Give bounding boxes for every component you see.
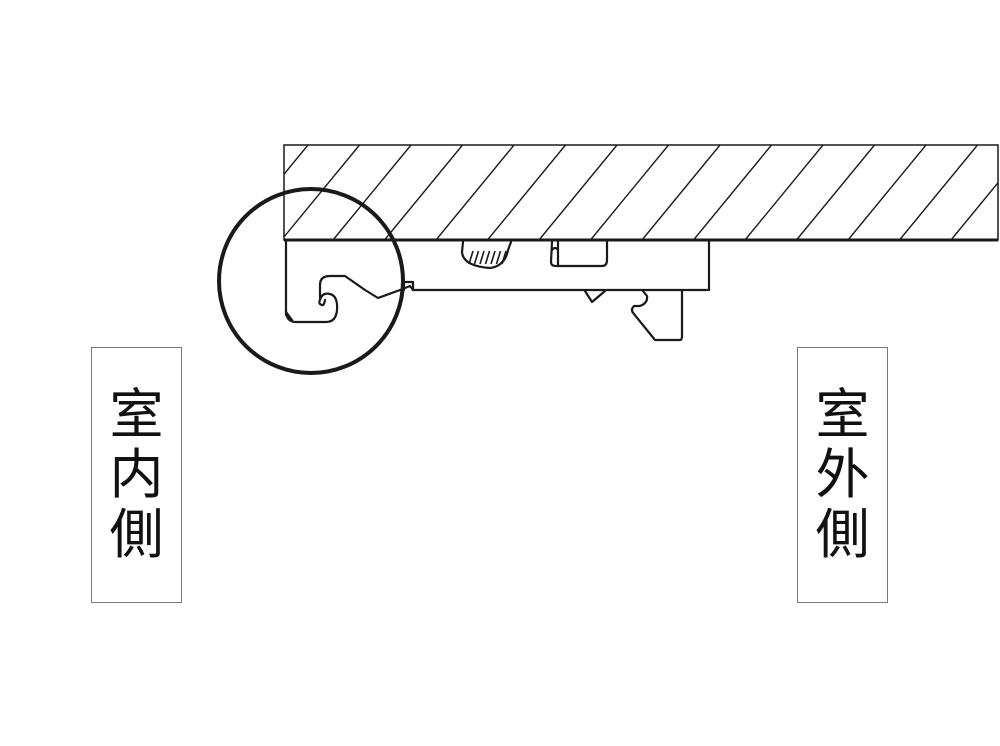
slot-clip bbox=[549, 240, 609, 268]
indoor-label-char-1: 室 bbox=[109, 383, 164, 446]
knurl-line bbox=[501, 250, 507, 265]
hatch-line bbox=[795, 145, 876, 240]
outdoor-label-char-1: 室 bbox=[815, 383, 870, 446]
knurl-line bbox=[468, 250, 474, 265]
ceiling-outline bbox=[283, 144, 999, 241]
hatch-line bbox=[950, 181, 998, 240]
hatch-line bbox=[847, 145, 927, 240]
hatch-line bbox=[383, 145, 464, 240]
indoor-side-label: 室 内 側 bbox=[91, 347, 182, 603]
knurl-line bbox=[473, 250, 480, 265]
hatch-line bbox=[898, 145, 979, 240]
rail-v-notch bbox=[583, 289, 607, 304]
hatch-line bbox=[641, 145, 721, 240]
hatch-line bbox=[538, 145, 618, 240]
detail-callout-circle bbox=[217, 187, 405, 375]
indoor-label-char-2: 内 bbox=[109, 443, 164, 506]
knurl-lines bbox=[468, 250, 507, 265]
hatch-line bbox=[332, 145, 412, 240]
rail-profile bbox=[284, 239, 711, 342]
hatch-line bbox=[744, 145, 824, 240]
outdoor-side-label: 室 外 側 bbox=[797, 347, 888, 603]
hatch-line bbox=[589, 145, 670, 240]
rail-body-outline bbox=[411, 239, 711, 292]
ceiling-section bbox=[283, 144, 999, 242]
ceiling-hatch-lines bbox=[284, 145, 998, 240]
knurl-line bbox=[484, 250, 491, 265]
indoor-label-char-3: 側 bbox=[109, 503, 164, 566]
outdoor-label-char-2: 外 bbox=[815, 443, 870, 506]
hook-profile bbox=[284, 274, 415, 324]
knurled-screw bbox=[460, 240, 513, 270]
knurl-line bbox=[490, 250, 496, 265]
outdoor-label-char-3: 側 bbox=[815, 503, 870, 566]
hatch-line bbox=[284, 145, 361, 239]
knurl-line bbox=[495, 250, 502, 265]
runner-tab bbox=[630, 289, 684, 342]
hatch-line bbox=[486, 145, 567, 240]
hatch-line bbox=[435, 145, 515, 240]
hatch-line bbox=[692, 145, 773, 240]
knurl-line bbox=[479, 250, 485, 265]
hatch-line bbox=[284, 145, 309, 176]
